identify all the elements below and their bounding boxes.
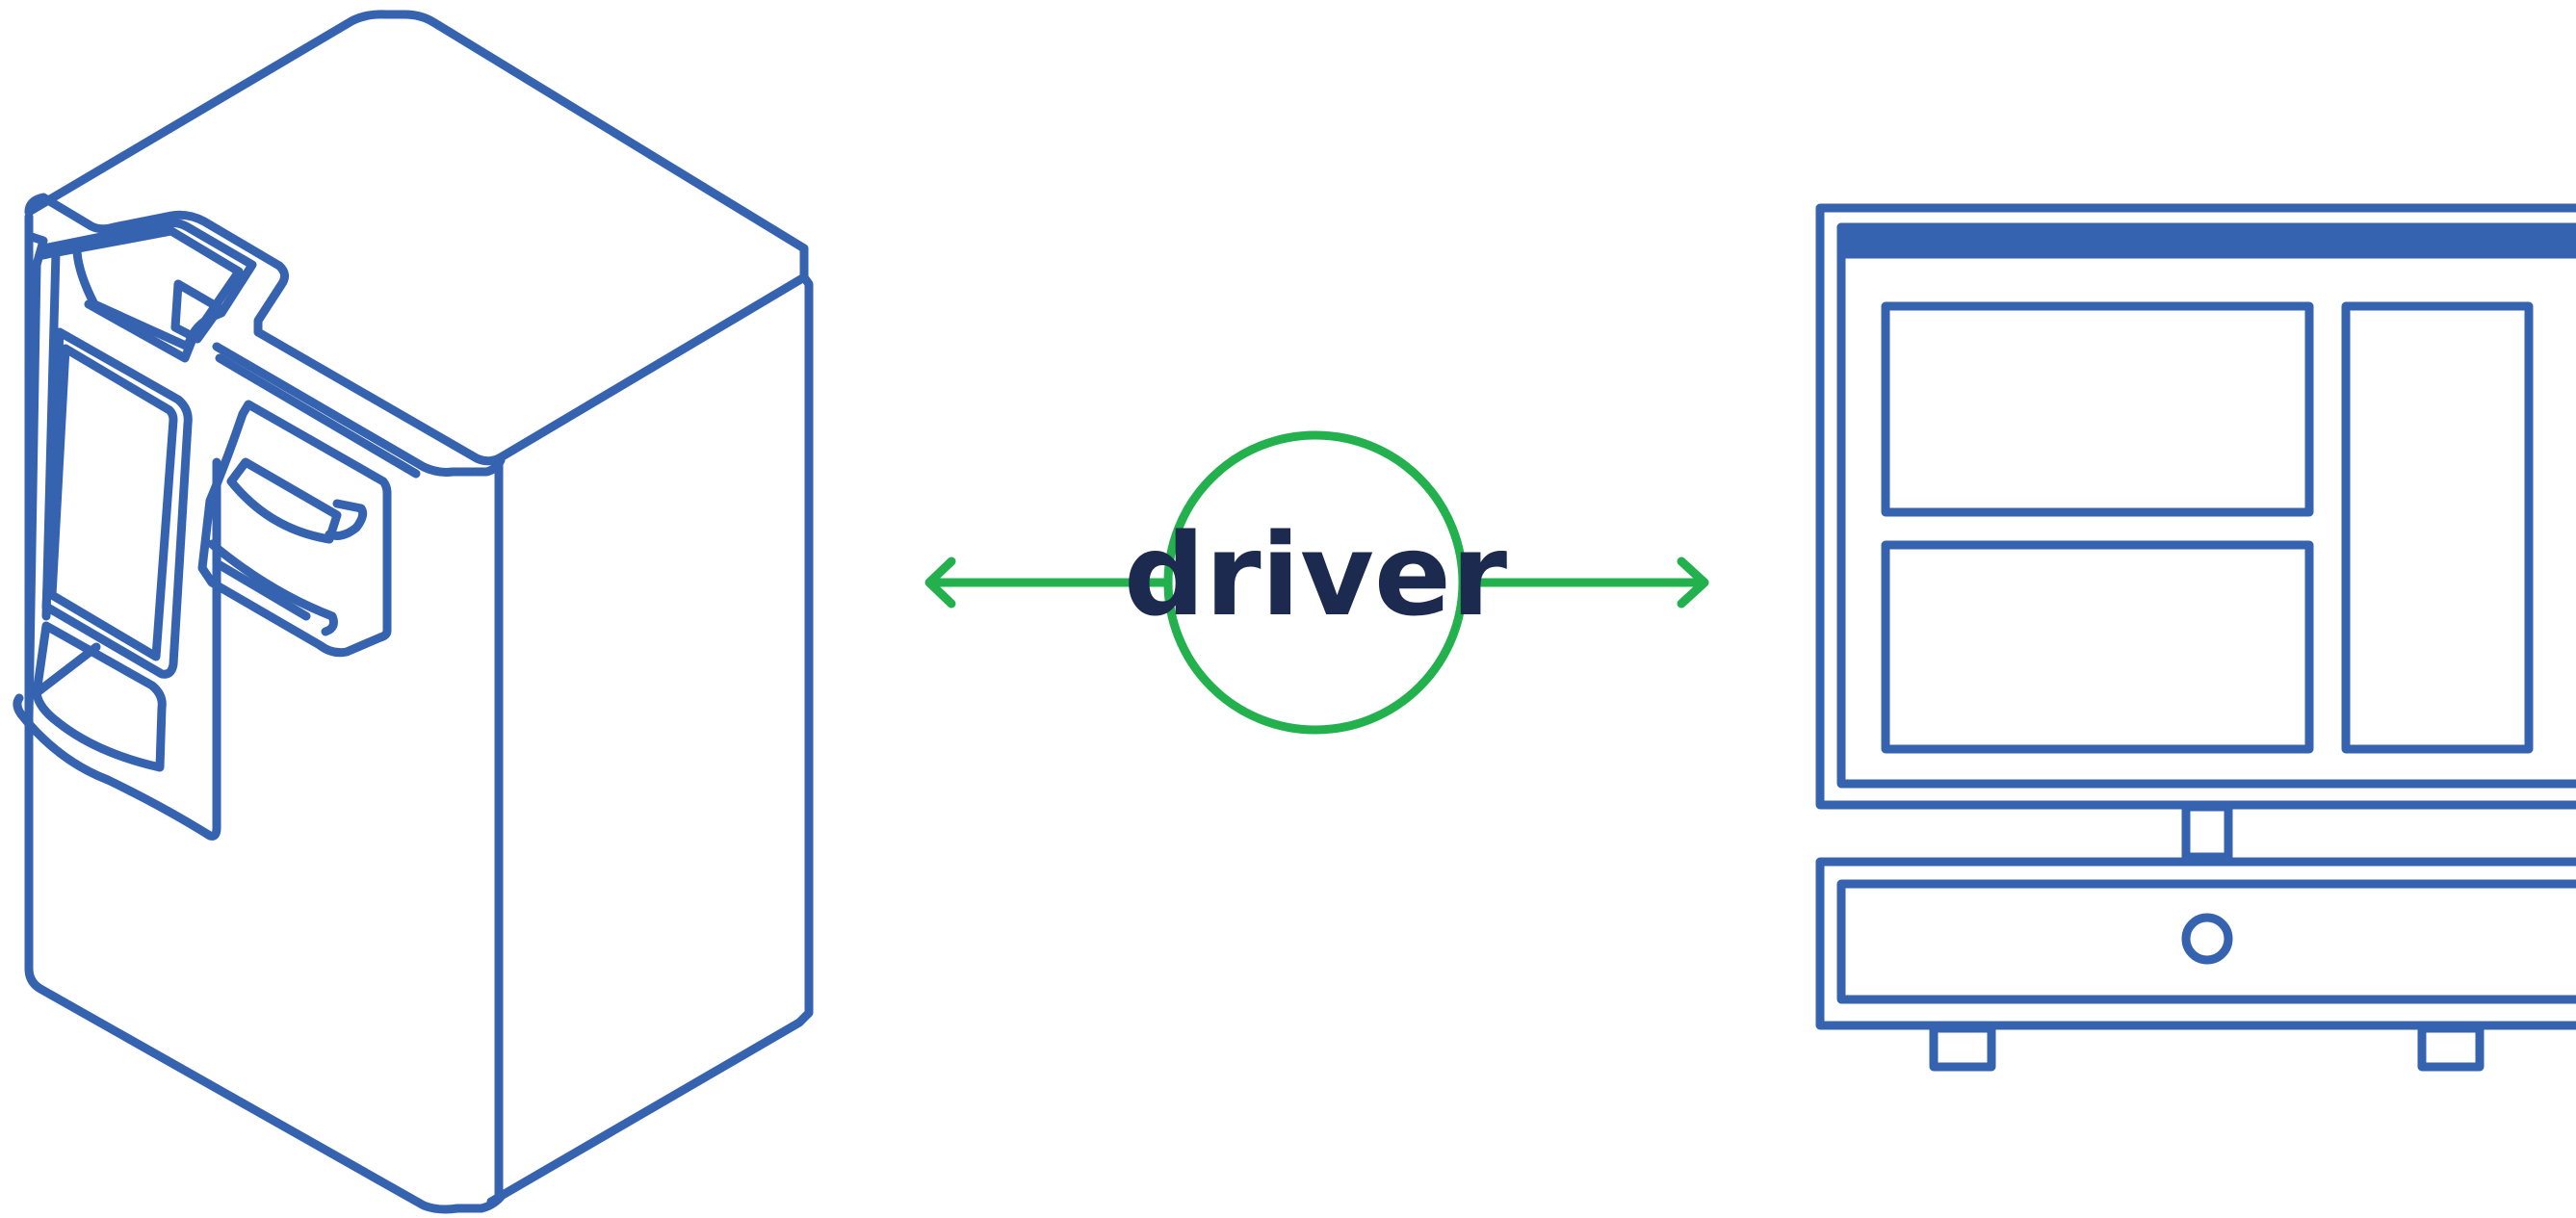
printer-output-bin-flap <box>34 642 101 696</box>
window-title-bar <box>1836 222 2576 259</box>
printer-top-face <box>24 10 809 466</box>
printer-lower-bulge <box>13 457 221 841</box>
driver-connector <box>924 430 1709 735</box>
computer-icon <box>1815 203 2576 1072</box>
printer-paper-tray <box>39 219 257 351</box>
printer-top-bevel <box>24 193 289 337</box>
base-unit-front <box>1836 879 2576 1004</box>
printer-left-column-inner <box>39 247 61 621</box>
monitor-neck <box>2181 802 2233 862</box>
printer-front-strip <box>212 342 506 477</box>
printer-paper-slot <box>170 279 224 344</box>
printer-right-face <box>486 272 814 1206</box>
printer-icon <box>13 10 814 1214</box>
base-foot-right <box>2417 1024 2485 1072</box>
printer-side-door-lip <box>207 539 338 636</box>
printer-side-door <box>197 400 392 658</box>
monitor-bezel <box>1815 203 2576 810</box>
window-panel-top-left <box>1881 301 2314 517</box>
printer-side-door-slot <box>226 457 342 544</box>
right-arrowhead <box>1677 557 1709 609</box>
printer-side-door-handle <box>325 499 368 540</box>
printer-display-screen <box>47 344 178 661</box>
monitor-screen <box>1836 222 2576 789</box>
driver-circle <box>1163 430 1468 735</box>
printer-front-strip-lower <box>215 353 421 479</box>
driver-label: driver <box>1124 508 1507 641</box>
window-panel-right <box>2341 301 2534 754</box>
base-foot-left <box>1929 1024 1996 1072</box>
printer-side-door-lip-inner <box>212 558 311 621</box>
window-panel-bottom-left <box>1881 540 2314 754</box>
printer-display-panel <box>41 327 193 679</box>
base-unit <box>1815 857 2576 1030</box>
printer-output-bin <box>32 621 167 772</box>
printer-left-face <box>24 212 506 1214</box>
left-arrowhead <box>924 557 956 609</box>
power-button-icon <box>2181 913 2233 965</box>
